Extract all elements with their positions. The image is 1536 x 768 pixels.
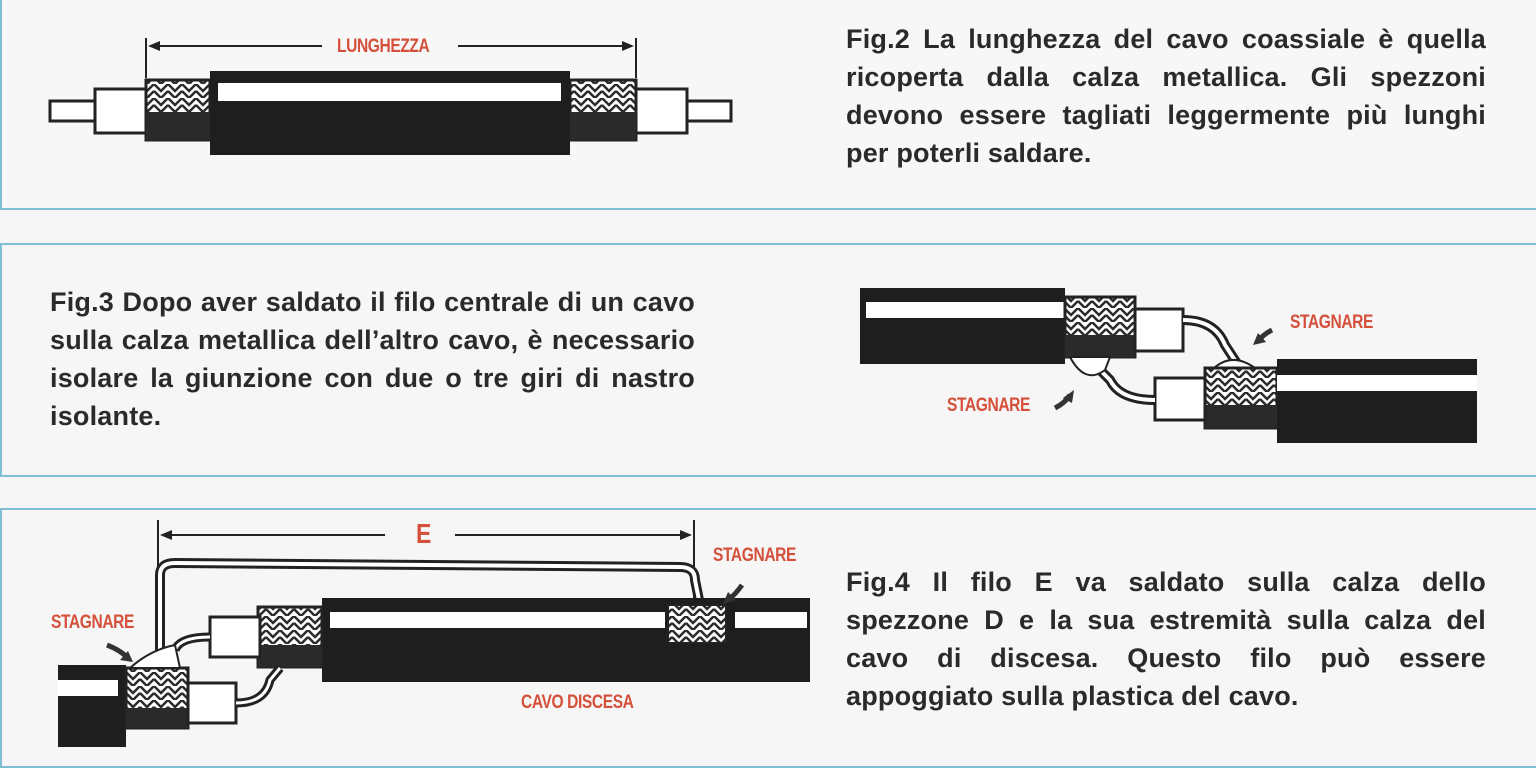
fig4-cable-label: CAVO DISCESA [521,692,634,713]
fig2-length-label: LUNGHEZZA [337,36,430,57]
fig4-cable-drawing [58,520,810,747]
fig3-cable-drawing [860,288,1477,443]
fig4-e-label: E [416,518,431,549]
fig2-caption: Fig.2 La lunghezza del cavo coassiale è … [846,24,1486,168]
fig3-solder-label-top: STAGNARE [1290,312,1373,333]
fig3-solder-label-bottom: STAGNARE [947,395,1030,416]
fig4-caption: Fig.4 Il filo E va saldato sulla calza d… [846,567,1486,711]
fig4-solder-label-right: STAGNARE [713,545,796,566]
figure-3-panel [0,243,1536,477]
fig4-solder-label-left: STAGNARE [51,612,134,633]
fig2-cable-drawing [48,38,733,155]
fig3-caption: Fig.3 Dopo aver saldato il filo centrale… [50,287,695,431]
